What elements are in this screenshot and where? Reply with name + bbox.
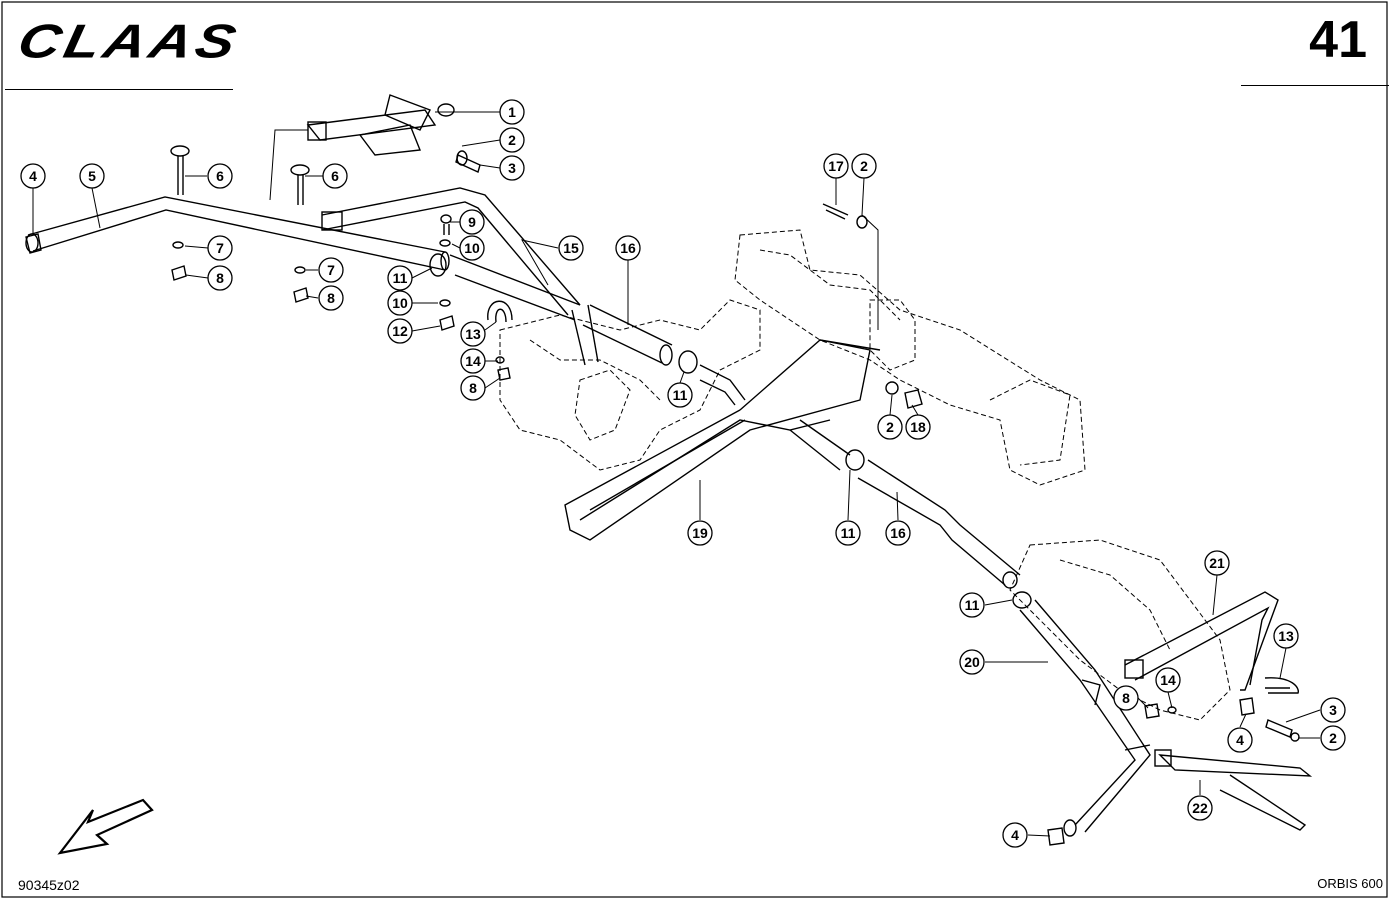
svg-text:11: 11 <box>393 270 408 286</box>
svg-text:4: 4 <box>29 168 37 184</box>
callout-12: 12 <box>387 318 413 344</box>
svg-text:6: 6 <box>216 168 224 184</box>
callout-3: 3 <box>499 155 525 181</box>
callout-10: 10 <box>459 235 485 261</box>
callout-15: 15 <box>558 235 584 261</box>
arrow-down-left-icon <box>57 798 154 855</box>
machine-frame-outline <box>499 229 1231 721</box>
leader-lines <box>32 111 1321 837</box>
callout-group: 1 2 3 4 5 6 6 7 8 7 8 9 10 15 16 11 10 1… <box>20 99 1346 848</box>
svg-text:22: 22 <box>1192 800 1208 816</box>
callout-2: 2 <box>499 127 525 153</box>
callout-11: 11 <box>667 382 693 408</box>
callout-6: 6 <box>207 163 233 189</box>
callout-8: 8 <box>318 285 344 311</box>
callout-11: 11 <box>835 520 861 546</box>
header-rule-left <box>5 89 233 90</box>
svg-text:2: 2 <box>1329 730 1337 746</box>
svg-text:10: 10 <box>464 240 480 256</box>
model-name: ORBIS 600 <box>1317 876 1383 891</box>
parts-solid <box>25 94 1313 846</box>
svg-text:17: 17 <box>828 158 844 174</box>
svg-text:8: 8 <box>327 290 335 306</box>
svg-text:21: 21 <box>1209 555 1225 571</box>
svg-text:4: 4 <box>1011 827 1019 843</box>
svg-text:13: 13 <box>465 326 481 342</box>
callout-10: 10 <box>387 290 413 316</box>
callout-11: 11 <box>387 265 413 291</box>
callout-8: 8 <box>1113 685 1139 711</box>
svg-text:11: 11 <box>673 387 688 403</box>
svg-text:8: 8 <box>1122 690 1130 706</box>
callout-9: 9 <box>459 209 485 235</box>
svg-text:15: 15 <box>563 240 579 256</box>
callout-6: 6 <box>322 163 348 189</box>
callout-7: 7 <box>318 257 344 283</box>
svg-text:12: 12 <box>392 323 408 339</box>
callout-4: 4 <box>1227 727 1253 753</box>
callout-2: 2 <box>877 414 903 440</box>
callout-14: 14 <box>460 348 486 374</box>
callout-2: 2 <box>851 153 877 179</box>
callout-2: 2 <box>1320 725 1346 751</box>
callout-8: 8 <box>460 375 486 401</box>
callout-16: 16 <box>615 235 641 261</box>
svg-text:7: 7 <box>327 262 335 278</box>
svg-text:14: 14 <box>1160 672 1176 688</box>
callout-14: 14 <box>1155 667 1181 693</box>
callout-3: 3 <box>1320 697 1346 723</box>
svg-text:18: 18 <box>910 419 926 435</box>
svg-text:8: 8 <box>469 380 477 396</box>
callout-4: 4 <box>1002 822 1028 848</box>
callout-5: 5 <box>79 163 105 189</box>
svg-text:20: 20 <box>964 654 980 670</box>
svg-text:2: 2 <box>886 419 894 435</box>
svg-text:3: 3 <box>1329 702 1337 718</box>
svg-text:16: 16 <box>890 525 906 541</box>
callout-20: 20 <box>959 649 985 675</box>
callout-18: 18 <box>905 414 931 440</box>
svg-text:19: 19 <box>692 525 708 541</box>
callout-11: 11 <box>959 592 985 618</box>
svg-text:2: 2 <box>508 132 516 148</box>
callout-13: 13 <box>460 321 486 347</box>
callout-21: 21 <box>1204 550 1230 576</box>
callout-22: 22 <box>1187 795 1213 821</box>
svg-text:10: 10 <box>392 295 408 311</box>
svg-text:7: 7 <box>216 240 224 256</box>
svg-text:9: 9 <box>468 214 476 230</box>
svg-text:16: 16 <box>620 240 636 256</box>
page-number: 41 <box>1309 11 1367 69</box>
callout-17: 17 <box>823 153 849 179</box>
callout-8: 8 <box>207 265 233 291</box>
svg-text:8: 8 <box>216 270 224 286</box>
svg-text:14: 14 <box>465 353 481 369</box>
callout-4: 4 <box>20 163 46 189</box>
callout-19: 19 <box>687 520 713 546</box>
callout-1: 1 <box>499 99 525 125</box>
svg-text:1: 1 <box>508 104 516 120</box>
svg-text:11: 11 <box>841 525 856 541</box>
svg-text:3: 3 <box>508 160 516 176</box>
svg-text:11: 11 <box>965 597 980 613</box>
svg-text:13: 13 <box>1278 628 1294 644</box>
svg-text:4: 4 <box>1236 732 1244 748</box>
svg-text:5: 5 <box>88 168 96 184</box>
svg-text:2: 2 <box>860 158 868 174</box>
drawing-number: 90345z02 <box>18 877 80 893</box>
callout-16: 16 <box>885 520 911 546</box>
header-rule-right <box>1241 85 1389 86</box>
callout-7: 7 <box>207 235 233 261</box>
callout-13: 13 <box>1273 623 1299 649</box>
svg-text:6: 6 <box>331 168 339 184</box>
